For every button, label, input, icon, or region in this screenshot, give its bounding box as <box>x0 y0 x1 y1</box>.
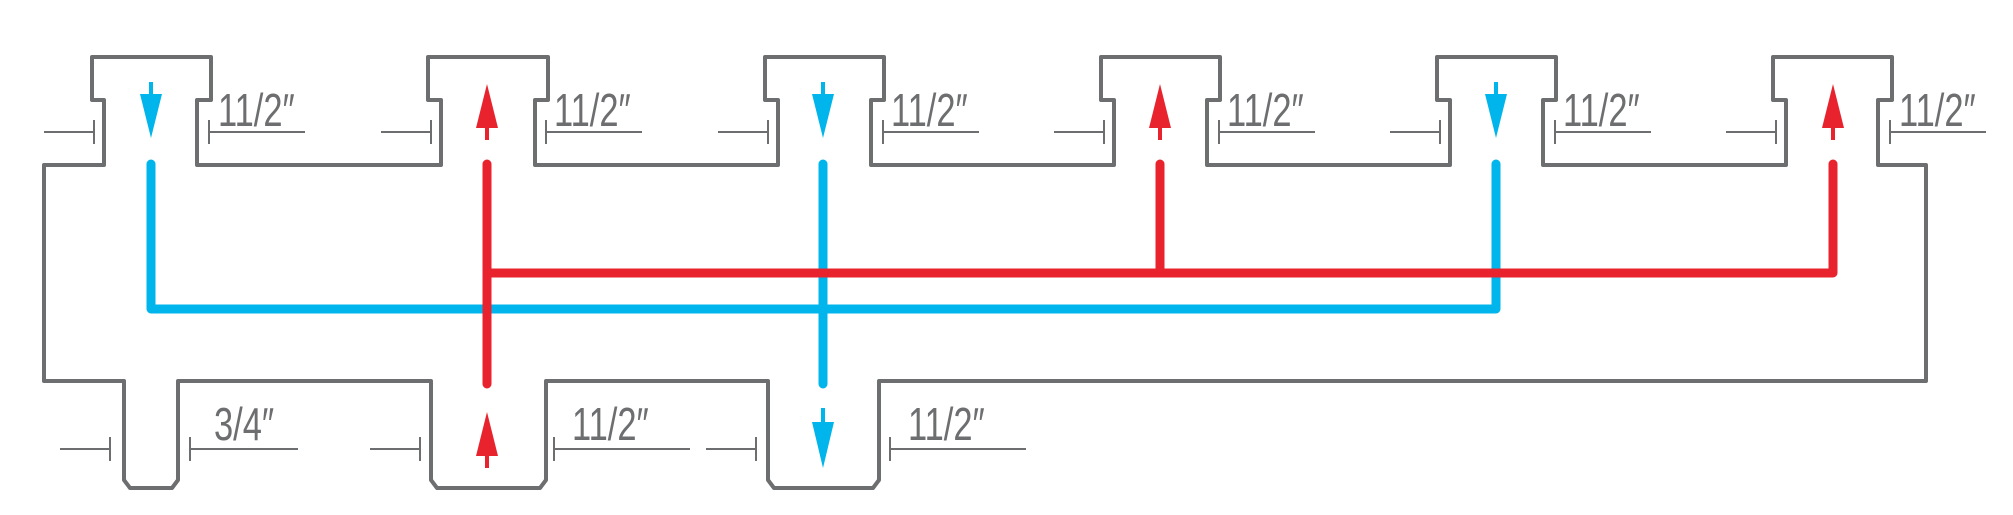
supply-arrow-top-2 <box>476 84 498 140</box>
supply-circuit <box>476 84 1844 468</box>
return-arrow-top-5 <box>1485 82 1507 138</box>
bottom-port-dimensions <box>60 437 1026 461</box>
return-arrow-top-3 <box>812 82 834 138</box>
return-arrow-top-1 <box>140 82 162 138</box>
return-arrow-bottom-3 <box>812 408 834 468</box>
dimension-marker <box>1390 120 1651 144</box>
dimension-marker <box>60 437 298 461</box>
port-size-label: 11/2″ <box>572 398 649 450</box>
port-size-label: 11/2″ <box>1899 84 1976 136</box>
manifold-housing-outline <box>42 55 1928 490</box>
size-labels: 11/2″ 11/2″ 11/2″ 11/2″ 11/2″ 11/2″ 3/4″… <box>214 84 1976 450</box>
dimension-marker <box>1054 120 1315 144</box>
dimension-marker <box>718 120 979 144</box>
port-size-label: 3/4″ <box>214 398 274 450</box>
dimension-marker <box>44 120 305 144</box>
port-size-label: 11/2″ <box>1227 84 1304 136</box>
dimension-marker <box>706 437 1026 461</box>
supply-arrow-top-6 <box>1822 84 1844 140</box>
supply-flow-line <box>482 159 1838 389</box>
dimension-marker <box>381 120 642 144</box>
port-size-label: 11/2″ <box>1563 84 1640 136</box>
port-size-label: 11/2″ <box>554 84 631 136</box>
supply-arrow-bottom-2 <box>476 412 498 468</box>
dimension-marker <box>370 437 690 461</box>
port-size-label: 11/2″ <box>908 398 985 450</box>
supply-arrow-top-4 <box>1149 84 1171 140</box>
dimension-marker <box>1726 120 1986 144</box>
top-port-dimensions <box>44 120 1986 144</box>
port-size-label: 11/2″ <box>218 84 295 136</box>
port-size-label: 11/2″ <box>891 84 968 136</box>
